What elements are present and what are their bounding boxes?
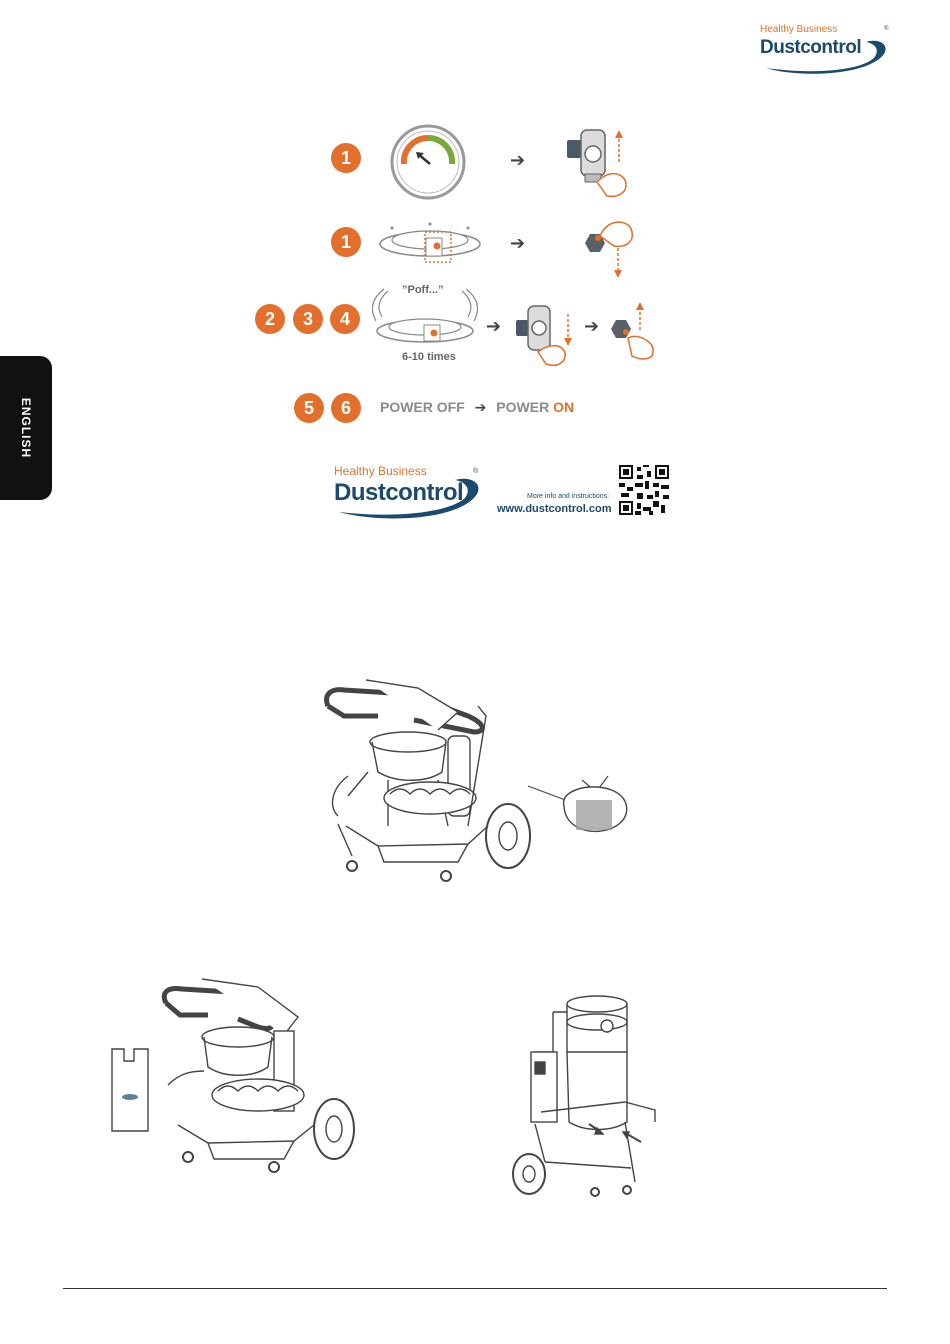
step-badge-5: 5 <box>294 393 324 423</box>
power-on-label: ON <box>553 399 574 415</box>
language-tab-label: ENGLISH <box>19 398 33 458</box>
step-arrow-1b: ➔ <box>510 233 525 254</box>
vacuum-upright-illustration <box>505 992 665 1202</box>
valve-hand-down-icon <box>514 300 578 370</box>
hex-nut-hand-icon <box>578 212 638 282</box>
step-badge-3: 3 <box>293 304 323 334</box>
vacuum-cart-bag-illustration <box>108 975 358 1175</box>
repeat-count-label: 6-10 times <box>402 351 456 363</box>
step-badge-6: 6 <box>331 393 361 423</box>
hex-nut-push-icon <box>610 300 668 364</box>
filter-housing-pulse-icon <box>372 287 478 349</box>
brand-logo-middle: Healthy Business Dustcontrol ® <box>333 464 493 522</box>
step-arrow-1a: ➔ <box>510 150 525 171</box>
power-arrow: ➔ <box>475 399 487 415</box>
language-tab[interactable]: ENGLISH <box>0 356 52 500</box>
brand-name-middle: Dustcontrol <box>334 479 463 507</box>
step-badge-4: 4 <box>330 304 360 334</box>
brand-logo-top: Healthy Business Dustcontrol ® <box>758 24 890 72</box>
power-off-label: POWER OFF <box>380 399 465 415</box>
gauge-icon <box>388 122 468 202</box>
more-info-label: More info and instructions: <box>527 493 609 500</box>
registered-mark-middle: ® <box>473 468 478 475</box>
vacuum-cart-filterbag-illustration <box>318 676 638 886</box>
step-badge-1a: 1 <box>331 143 361 173</box>
step-arrow-3b: ➔ <box>584 316 599 337</box>
step-arrow-3a: ➔ <box>486 316 501 337</box>
power-cycle-instruction: POWER OFF ➔ POWER ON <box>380 399 574 416</box>
registered-mark: ® <box>884 26 888 32</box>
brand-tagline-middle: Healthy Business <box>334 464 427 478</box>
footer-divider <box>63 1288 887 1289</box>
website-link[interactable]: www.dustcontrol.com <box>497 503 612 515</box>
step-badge-2: 2 <box>255 304 285 334</box>
brand-name: Dustcontrol <box>760 37 861 59</box>
filter-housing-icon <box>378 218 482 264</box>
brand-tagline: Healthy Business <box>760 24 837 35</box>
power-on-prefix: POWER <box>496 399 553 415</box>
step-badge-1b: 1 <box>331 227 361 257</box>
qr-code-icon[interactable] <box>619 465 669 515</box>
valve-hand-icon <box>563 122 635 198</box>
